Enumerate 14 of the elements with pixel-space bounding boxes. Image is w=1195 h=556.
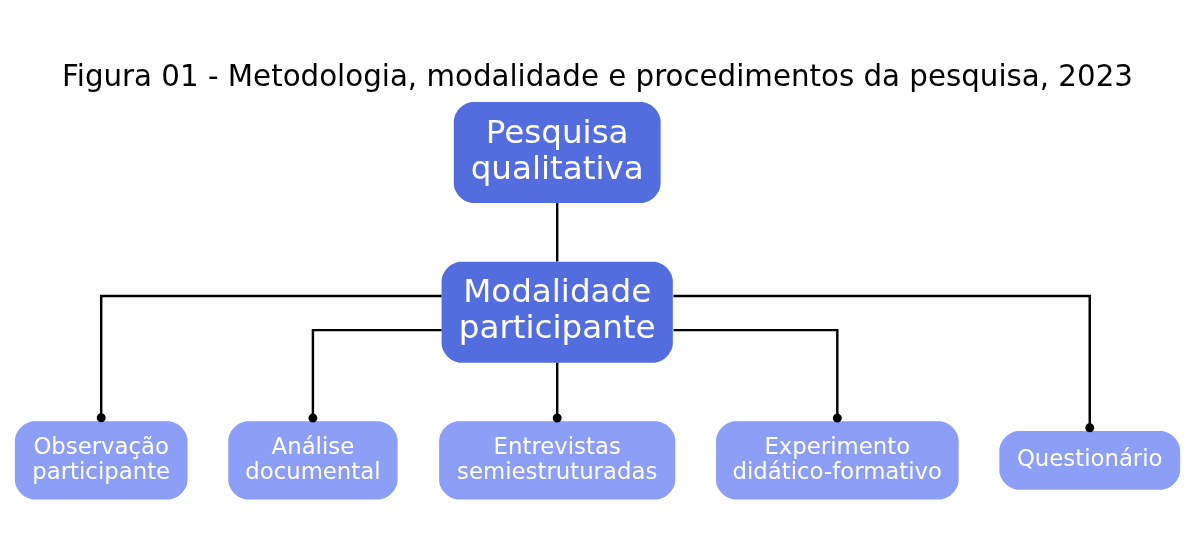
connector xyxy=(552,362,562,423)
connector xyxy=(555,203,559,262)
node-box: Análise documental xyxy=(228,421,398,500)
connector xyxy=(96,294,442,423)
node-box: Questionário xyxy=(999,431,1181,490)
connector xyxy=(673,328,842,423)
diagram-title: Figura 01 - Metodologia, modalidade e procedimentos da pesquisa, 2023 xyxy=(62,59,1133,94)
node-box: Entrevistas semiestruturadas xyxy=(439,421,676,500)
node-box: Modalidade participante xyxy=(441,261,673,363)
connector xyxy=(673,294,1095,433)
connector xyxy=(308,328,442,423)
node-box: Observação participante xyxy=(14,421,188,500)
node-box: Experimento didático-formativo xyxy=(716,421,959,500)
node-box: Pesquisa qualitativa xyxy=(453,102,661,204)
